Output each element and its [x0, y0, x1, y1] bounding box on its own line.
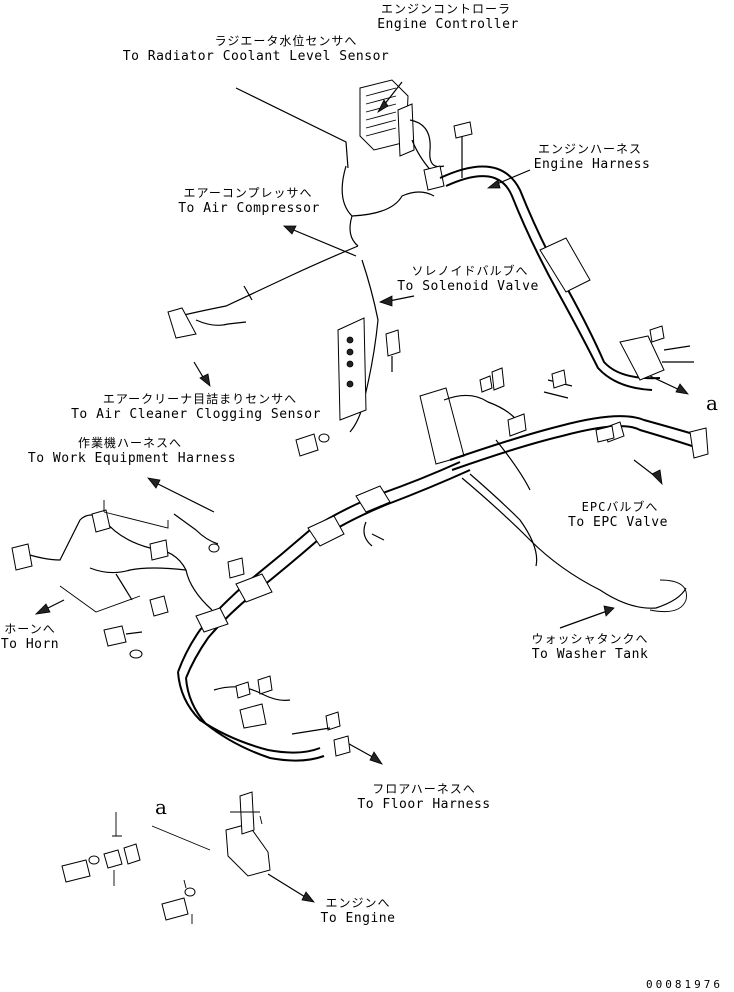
label-engine-en: To Engine	[320, 911, 396, 926]
horn-bolt	[103, 625, 143, 659]
label-air-cleaner-jp: エアークリーナ目詰まりセンサへ	[102, 392, 298, 406]
label-engine-jp: エンジンへ	[325, 896, 391, 910]
label-washer-tank-en: To Washer Tank	[531, 647, 649, 662]
label-floor-harness-jp: フロアハーネスへ	[372, 782, 476, 796]
label-air-cleaner-en: To Air Cleaner Clogging Sensor	[71, 407, 321, 422]
label-work-equipment-jp: 作業機ハーネスへ	[77, 436, 183, 450]
label-air-compressor-en: To Air Compressor	[178, 201, 320, 216]
engine-bracket-detail	[61, 791, 271, 924]
bolt-part	[453, 121, 473, 178]
label-air-compressor-jp: エアーコンプレッサへ	[183, 186, 313, 200]
label-epc-valve-en: To EPC Valve	[568, 515, 668, 530]
bolts	[208, 369, 615, 579]
label-solenoid-valve-en: To Solenoid Valve	[397, 279, 539, 294]
label-engine-harness-jp: エンジンハーネス	[537, 142, 643, 156]
label-epc-valve-jp: EPCバルブへ	[581, 500, 659, 514]
main-harness-trunk	[177, 461, 461, 673]
callout-a-right: a	[706, 391, 719, 415]
label-solenoid-valve-jp: ソレノイドバルブへ	[411, 264, 529, 278]
label-washer-tank-jp: ウォッシャタンクへ	[531, 632, 649, 646]
label-radiator-sensor-jp: ラジエータ水位センサへ	[214, 34, 358, 48]
label-floor-harness-en: To Floor Harness	[357, 797, 491, 812]
arrows	[34, 81, 689, 903]
drawing-number: 00081976	[646, 978, 723, 991]
label-engine-controller-en: Engine Controller	[377, 17, 519, 32]
harness-sleeve	[539, 237, 591, 293]
label-work-equipment-en: To Work Equipment Harness	[27, 451, 237, 466]
label-engine-controller-jp: エンジンコントローラ	[380, 2, 512, 16]
label-horn-jp: ホーンへ	[4, 622, 56, 636]
engine-controller-part	[359, 79, 445, 191]
label-horn-en: To Horn	[0, 637, 60, 652]
callout-a-bottom: a	[155, 795, 168, 819]
label-engine-harness-en: Engine Harness	[533, 157, 651, 172]
label-radiator-sensor-en: To Radiator Coolant Level Sensor	[122, 49, 390, 64]
